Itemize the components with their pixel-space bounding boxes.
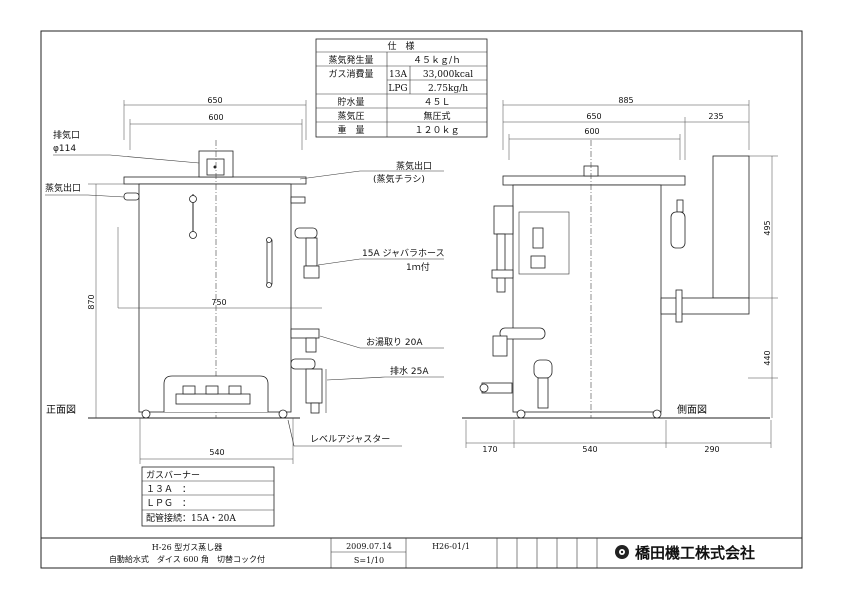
- spec-value-0: ４５ｋｇ/ｈ: [413, 55, 461, 66]
- spec-sub-2: LPG: [388, 84, 407, 94]
- spec-label-4: 蒸気圧: [337, 110, 364, 122]
- spec-value-4: 無圧式: [423, 110, 450, 122]
- front-view-label: 正面図: [46, 404, 76, 416]
- title-block: H-26 型ガス蒸し器 自動給水式 ダイス 600 角 切替コック付 2009.…: [41, 537, 802, 568]
- spec-table: 仕 様 蒸気発生量 ４５ｋｇ/ｈ ガス消費量 13A 33,000kcal LP…: [315, 38, 488, 138]
- burner-row-3: 配管接続：15A・20A: [146, 512, 236, 524]
- title-scale: S=1/10: [354, 556, 384, 565]
- label-hot-water: お湯取り 20A: [366, 337, 423, 348]
- company-logo-icon: [615, 545, 629, 559]
- dim-side-540: 540: [582, 445, 597, 454]
- title-drawing-no: H26-01/1: [432, 542, 470, 551]
- burner-row-1: １３Ａ ：: [146, 485, 191, 495]
- spec-label-1: ガス消費量: [328, 68, 373, 80]
- title-line-2: 自動給水式 ダイス 600 角 切替コック付: [109, 554, 265, 564]
- label-exhaust: 排気口: [53, 129, 80, 141]
- spec-title: 仕 様: [387, 40, 414, 52]
- dim-side-495: 495: [763, 220, 772, 235]
- dim-side-235: 235: [708, 112, 723, 121]
- dim-front-540: 540: [209, 448, 224, 457]
- spec-sub-1: 13A: [389, 70, 407, 80]
- dim-front-height: 870: [87, 294, 96, 309]
- label-hose-sub: 1ｍ付: [406, 262, 430, 273]
- label-drain: 排水 25A: [390, 365, 429, 377]
- spec-value-3: ４５Ｌ: [423, 98, 450, 108]
- label-steam-outlet-top-sub: (蒸気チラシ): [373, 173, 425, 185]
- dim-side-440: 440: [763, 350, 772, 365]
- title-line-1: H-26 型ガス蒸し器: [152, 542, 222, 552]
- label-hose: 15A ジャバラホース: [362, 248, 445, 259]
- burner-row-2: ＬＰＧ ：: [146, 499, 191, 509]
- spec-label-0: 蒸気発生量: [328, 54, 373, 66]
- spec-label-3: 貯水量: [337, 96, 364, 108]
- label-steam-outlet-left: 蒸気出口: [45, 182, 81, 194]
- label-level-adjuster: レベルアジャスター: [310, 434, 390, 445]
- label-exhaust-dia: φ114: [53, 144, 76, 154]
- dim-side-170: 170: [482, 445, 497, 454]
- dim-side-650: 650: [586, 112, 601, 121]
- company-name: 橋田機工株式会社: [635, 544, 755, 562]
- burner-row-0: ガスバーナー: [146, 470, 200, 481]
- front-view: 870 650 600 750 540 排気口 φ114 蒸気出口 蒸気出口 (…: [45, 96, 445, 464]
- dim-side-290: 290: [704, 445, 719, 454]
- spec-value-1: 33,000kcal: [423, 70, 473, 80]
- label-steam-outlet-top: 蒸気出口: [396, 160, 432, 172]
- dim-side-600: 600: [584, 127, 599, 136]
- title-date: 2009.07.14: [346, 542, 392, 551]
- dim-front-650: 650: [207, 96, 222, 105]
- spec-value-2: 2.75kg/h: [428, 84, 468, 94]
- spec-value-5: １２０ｋｇ: [414, 125, 459, 136]
- dim-front-600: 600: [208, 113, 223, 122]
- dim-side-885: 885: [618, 96, 633, 105]
- side-view: 885 650 235 600 495 440 170 540 290 側面図: [462, 96, 778, 454]
- burner-table: ガスバーナー １３Ａ ： ＬＰＧ ： 配管接続：15A・20A: [141, 466, 275, 527]
- spec-label-5: 重 量: [337, 124, 364, 136]
- dim-front-750: 750: [211, 298, 226, 307]
- side-view-label: 側面図: [677, 403, 707, 416]
- sheet-border: [40, 30, 803, 569]
